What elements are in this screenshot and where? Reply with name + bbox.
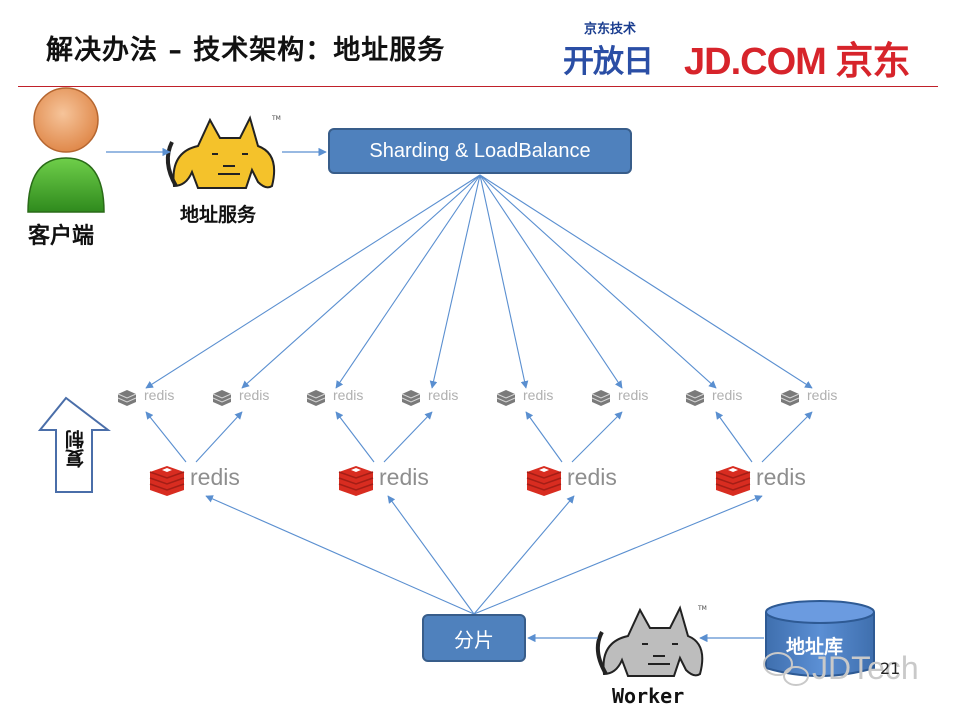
redis-master-icons (149, 466, 751, 496)
sharding-loadbalance-node: Sharding & LoadBalance (328, 128, 632, 174)
redis-replica-label: redis (523, 387, 554, 403)
redis-small-icon (685, 390, 705, 406)
address-service-label: 地址服务 (180, 204, 257, 226)
redis-master-icon (338, 466, 374, 496)
client-person-icon (27, 87, 105, 213)
shard-node: 分片 (422, 614, 526, 662)
redis-small-icon (591, 390, 611, 406)
page-number: 21 (880, 659, 901, 678)
replication-arrows (145, 411, 813, 463)
redis-small-icon (117, 390, 137, 406)
redis-master-icon (149, 466, 185, 496)
address-db-cylinder-icon (765, 600, 875, 677)
redis-replica-label: redis (428, 387, 459, 403)
redis-small-icon (780, 390, 800, 406)
redis-replica-label: redis (618, 387, 649, 403)
redis-master-label: redis (567, 464, 617, 490)
redis-master-label: redis (379, 464, 429, 490)
title-divider (18, 86, 938, 87)
redis-master-icon (526, 466, 562, 496)
address-db-label: 地址库 (786, 636, 844, 658)
worker-label: Worker (612, 684, 685, 708)
redis-small-icon (496, 390, 516, 406)
copy-up-arrow-icon (37, 396, 111, 493)
svg-text:TM: TM (271, 115, 281, 122)
shard-to-redis-arrows (205, 495, 763, 615)
redis-replica-label: redis (144, 387, 175, 403)
redis-replica-label: redis (239, 387, 270, 403)
jd-com-logo: JD.COM 京东 (684, 41, 910, 83)
redis-master-icon (715, 466, 751, 496)
redis-small-icon (306, 390, 326, 406)
brand-open-day-logo: 开放日 (563, 44, 654, 80)
watermark-text: JDTech (812, 650, 919, 686)
redis-master-label: redis (190, 464, 240, 490)
redis-replica-icons (117, 390, 800, 406)
tomcat-icon: TM (165, 115, 281, 189)
redis-master-label: redis (756, 464, 806, 490)
sharding-fanout-arrows (145, 174, 813, 389)
worker-tomcat-icon: TM (595, 605, 707, 677)
redis-replica-label: redis (807, 387, 838, 403)
client-label: 客户端 (28, 224, 95, 249)
redis-replica-label: redis (712, 387, 743, 403)
svg-text:TM: TM (697, 605, 707, 612)
redis-replica-label: redis (333, 387, 364, 403)
wechat-watermark-icon (763, 652, 809, 686)
redis-small-icon (212, 390, 232, 406)
brand-sub-label: 京东技术 (584, 22, 637, 37)
page-title: 解决办法 – 技术架构：地址服务 (46, 35, 446, 66)
copy-label: 复制 (65, 430, 87, 468)
redis-small-icon (401, 390, 421, 406)
